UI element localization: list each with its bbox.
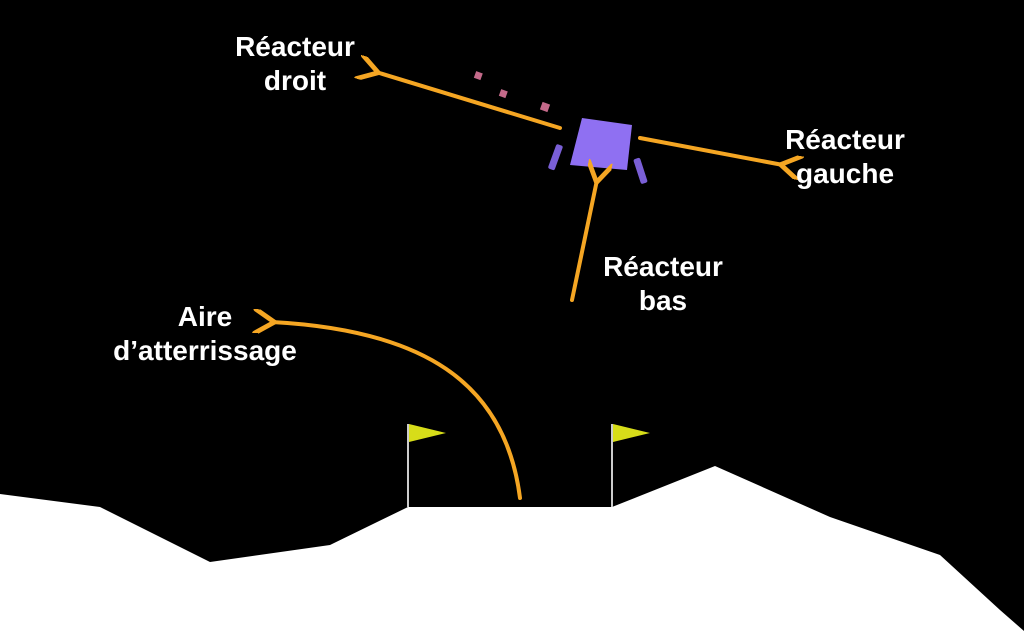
particle <box>539 101 551 113</box>
lander-body <box>570 118 632 170</box>
lunar-lander-icon <box>548 118 648 184</box>
label-left-engine: Réacteur gauche <box>770 123 920 191</box>
label-right-engine-line2: droit <box>263 65 327 96</box>
label-left-engine-line1: Réacteur <box>785 124 905 155</box>
particle <box>498 89 508 99</box>
label-landing-pad-line1: Aire <box>177 301 233 332</box>
arrow-left-engine <box>638 136 783 165</box>
engine-particles <box>473 71 551 113</box>
annotation-arrows <box>272 72 783 500</box>
right-flag-icon <box>611 424 650 507</box>
label-main-engine-line1: Réacteur <box>603 251 723 282</box>
label-right-engine-line1: Réacteur <box>235 31 355 62</box>
particle <box>473 71 483 81</box>
label-main-engine: Réacteur bas <box>588 250 738 318</box>
label-right-engine: Réacteur droit <box>220 30 370 98</box>
lander-left-leg <box>548 144 563 171</box>
left-flag-icon <box>407 424 446 507</box>
label-landing-pad: Aire d’atterrissage <box>100 300 310 368</box>
label-main-engine-line2: bas <box>638 285 688 316</box>
label-landing-pad-line2: d’atterrissage <box>113 335 297 366</box>
arrow-landing-pad <box>272 322 522 500</box>
lander-right-leg <box>633 157 648 184</box>
arrow-main-engine <box>570 180 597 302</box>
lunar-terrain <box>0 466 1024 631</box>
label-left-engine-line2: gauche <box>795 158 895 189</box>
arrow-right-engine <box>376 72 562 130</box>
